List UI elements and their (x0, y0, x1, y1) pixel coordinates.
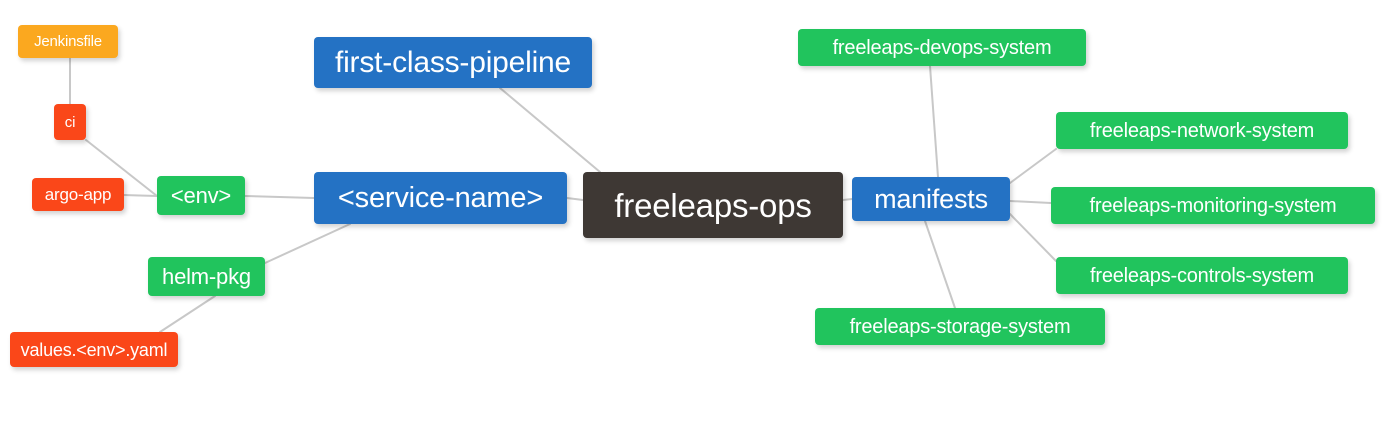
edge-values-env-yaml-to-helm-pkg (159, 295, 216, 333)
edge-env-to-service-name (244, 195, 315, 199)
mindmap-node-freeleaps-ops[interactable]: freeleaps-ops (583, 172, 843, 238)
mindmap-node-freeleaps-network-system[interactable]: freeleaps-network-system (1056, 112, 1348, 149)
mindmap-node-ci[interactable]: ci (54, 104, 86, 140)
edge-argo-app-to-env (123, 194, 158, 197)
mindmap-node-manifests[interactable]: manifests (852, 177, 1010, 221)
edge-manifests-to-freeleaps-devops-system (929, 65, 939, 178)
mindmap-node-first-class-pipeline[interactable]: first-class-pipeline (314, 37, 592, 88)
edge-freeleaps-ops-to-manifests (842, 198, 853, 201)
mindmap-node-argo-app[interactable]: argo-app (32, 178, 124, 211)
mindmap-node-jenkinsfile[interactable]: Jenkinsfile (18, 25, 118, 58)
mindmap-node-helm-pkg[interactable]: helm-pkg (148, 257, 265, 296)
mindmap-node-values-env-yaml[interactable]: values.<env>.yaml (10, 332, 178, 367)
edge-manifests-to-freeleaps-storage-system (924, 220, 956, 309)
edge-manifests-to-freeleaps-controls-system (1009, 213, 1057, 262)
edge-manifests-to-freeleaps-monitoring-system (1009, 200, 1052, 204)
edge-helm-pkg-to-service-name (264, 223, 351, 264)
edge-first-class-pipeline-to-freeleaps-ops (499, 87, 601, 173)
mindmap-node-freeleaps-storage-system[interactable]: freeleaps-storage-system (815, 308, 1105, 345)
edge-service-name-to-freeleaps-ops (566, 197, 584, 201)
mindmap-node-freeleaps-devops-system[interactable]: freeleaps-devops-system (798, 29, 1086, 66)
mindmap-node-service-name[interactable]: <service-name> (314, 172, 567, 224)
mindmap-node-freeleaps-controls-system[interactable]: freeleaps-controls-system (1056, 257, 1348, 294)
edge-manifests-to-freeleaps-network-system (1009, 148, 1057, 184)
mindmap-node-freeleaps-monitoring-system[interactable]: freeleaps-monitoring-system (1051, 187, 1375, 224)
mindmap-node-env[interactable]: <env> (157, 176, 245, 215)
